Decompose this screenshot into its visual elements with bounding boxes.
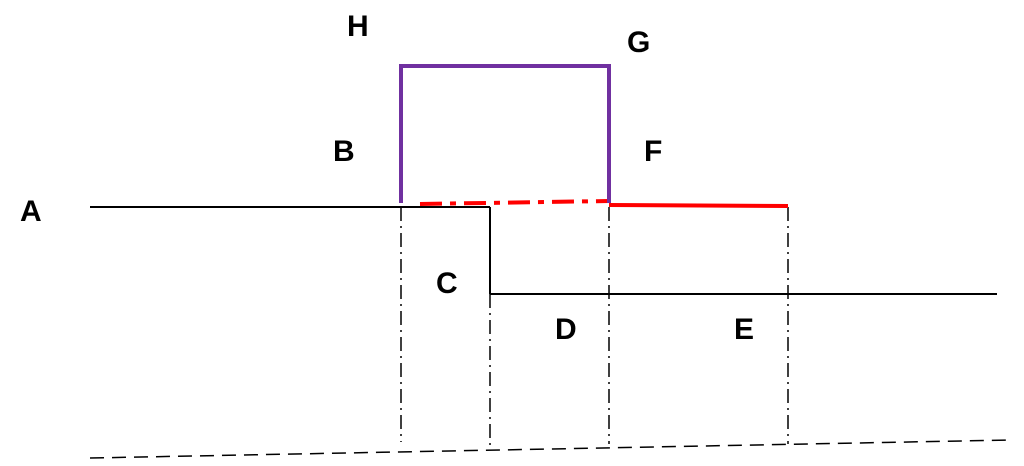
label-a: A bbox=[20, 195, 42, 228]
label-g: G bbox=[627, 26, 650, 59]
label-d: D bbox=[555, 313, 577, 346]
label-e: E bbox=[734, 313, 754, 346]
red-dashdot-segment bbox=[419, 199, 610, 206]
label-f: F bbox=[644, 135, 662, 168]
dashed-reference-line bbox=[89, 439, 1011, 459]
red-solid-segment bbox=[608, 203, 789, 208]
purple-rectangle bbox=[399, 64, 611, 203]
label-b: B bbox=[333, 135, 355, 168]
label-h: H bbox=[347, 10, 369, 43]
label-c: C bbox=[436, 267, 458, 300]
